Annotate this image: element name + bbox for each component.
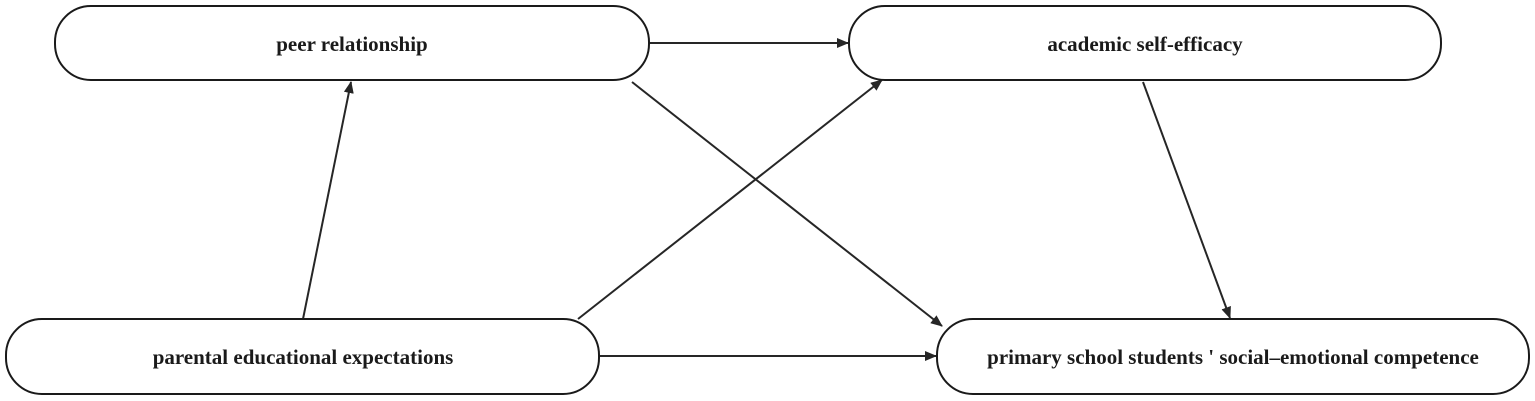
node-label: primary school students ' social–emotion…: [987, 345, 1479, 369]
node-parental-educational-expectations: parental educational expectations: [5, 318, 600, 395]
node-box: [54, 5, 650, 81]
edge-peer-to-competence: [631, 81, 943, 327]
node-label: peer relationship: [276, 32, 427, 56]
edge-efficacy-to-competence: [1142, 81, 1231, 319]
node-box: [936, 318, 1530, 395]
edge-parental-to-peer: [302, 81, 354, 320]
edge-parental-to-efficacy: [577, 79, 883, 320]
node-box: [848, 5, 1442, 81]
node-label: academic self-efficacy: [1047, 32, 1243, 56]
node-box: [5, 318, 600, 395]
edges: [302, 38, 1231, 361]
node-social-emotional-competence: primary school students ' social–emotion…: [936, 318, 1530, 395]
node-peer-relationship: peer relationship: [54, 5, 650, 81]
node-label: parental educational expectations: [153, 345, 454, 369]
node-academic-self-efficacy: academic self-efficacy: [848, 5, 1442, 81]
